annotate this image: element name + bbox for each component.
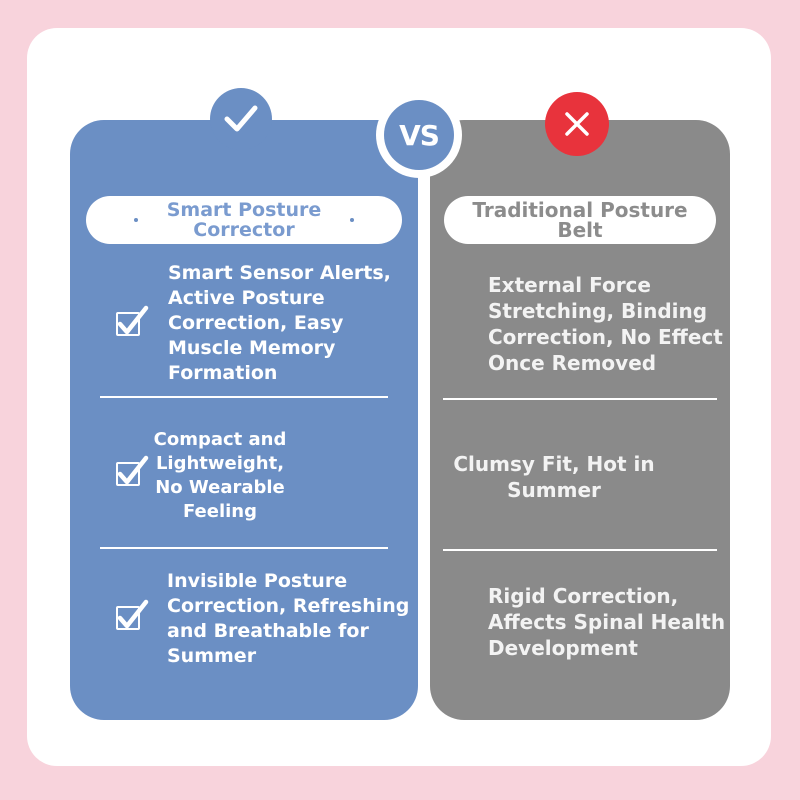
left-title: Smart Posture Corrector — [166, 199, 322, 241]
pill-dot — [134, 218, 138, 222]
right-title-pill: Traditional Posture Belt — [444, 196, 716, 244]
close-icon — [565, 112, 589, 136]
checkbox-icon — [116, 599, 149, 630]
right-item-3: Rigid Correction, Affects Spinal Health … — [488, 584, 726, 660]
x-badge — [545, 92, 609, 156]
divider — [443, 398, 717, 400]
right-item-2: Clumsy Fit, Hot in Summer — [453, 452, 655, 502]
vs-label: VS — [384, 100, 454, 170]
divider — [100, 547, 388, 549]
check-icon — [224, 105, 258, 132]
right-title: Traditional Posture Belt — [472, 198, 688, 242]
left-title-pill: Smart Posture Corrector — [86, 196, 402, 244]
left-item-3: Invisible Posture Correction, Refreshing… — [167, 570, 410, 667]
right-item-1: External Force Stretching, Binding Corre… — [488, 273, 723, 375]
pill-dot — [350, 218, 354, 222]
checkbox-icon — [116, 455, 149, 486]
left-item-1: Smart Sensor Alerts, Active Posture Corr… — [168, 262, 391, 384]
left-item-2: Compact and Lightweight, No Wearable Fee… — [153, 429, 287, 522]
check-badge — [210, 88, 272, 150]
divider — [443, 549, 717, 551]
checkbox-icon — [116, 305, 149, 336]
vs-badge: VS — [376, 92, 462, 178]
divider — [100, 396, 388, 398]
